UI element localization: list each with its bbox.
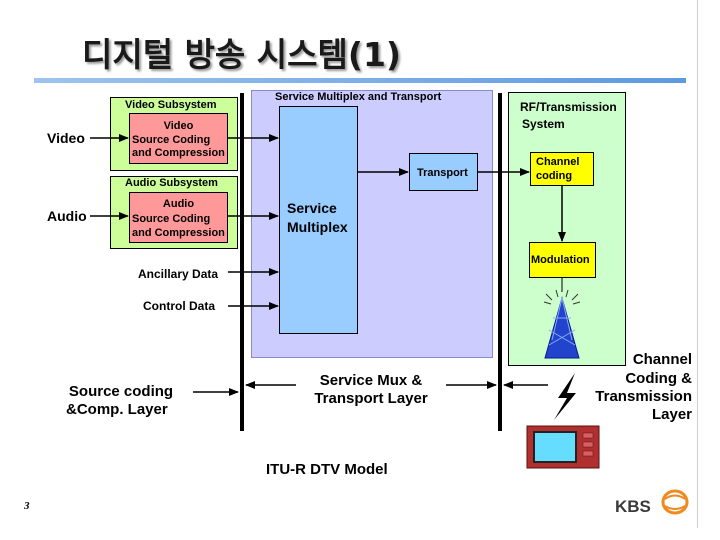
video-coding-line3: and Compression <box>132 147 225 159</box>
source-layer-label-line1: Source coding <box>68 383 174 400</box>
rf-title-line2: System <box>522 117 565 131</box>
rf-title-line1: RF/Transmission <box>520 100 617 114</box>
channel-layer-label-line4: Layer <box>651 406 692 423</box>
antenna-tower-icon <box>543 289 581 359</box>
service-multiplex-block <box>279 106 358 334</box>
service-multiplex-label-line2: Multiplex <box>287 219 348 235</box>
video-coding-line1: Video <box>163 120 194 132</box>
channel-layer-label-line1: Channel <box>632 351 692 368</box>
diagram-caption: ITU-R DTV Model <box>266 461 388 478</box>
service-mux-transport-title: Service Multiplex and Transport <box>275 91 442 103</box>
channel-coding-line1: Channel <box>536 156 580 168</box>
svg-text:KBS: KBS <box>615 497 651 516</box>
audio-coding-line2: Source Coding <box>132 213 211 225</box>
transport-block <box>409 153 478 191</box>
modulation-label: Modulation <box>531 254 590 266</box>
mux-layer-label-line2: Transport Layer <box>314 390 428 407</box>
video-subsystem-title: Video Subsystem <box>125 99 217 111</box>
channel-coding-line2: coding <box>536 170 573 182</box>
modulation-block <box>529 242 596 278</box>
audio-coding-block <box>129 192 228 243</box>
title-underline <box>34 78 686 83</box>
page-number: 3 <box>24 500 30 512</box>
audio-coding-line1: Audio <box>162 198 195 210</box>
channel-layer-label-line2: Coding & <box>625 370 692 387</box>
layer-divider-left <box>240 93 244 431</box>
source-layer-label-line2: &Comp. Layer <box>66 401 168 418</box>
channel-coding-block <box>530 152 594 186</box>
transport-label: Transport <box>417 167 468 179</box>
slide-edge <box>697 0 698 528</box>
video-coding-block <box>129 113 228 164</box>
television-icon <box>526 425 600 469</box>
ancillary-data-label: Ancillary Data <box>138 267 219 281</box>
service-multiplex-label-line1: Service <box>287 200 337 216</box>
audio-subsystem-title: Audio Subsystem <box>125 177 218 189</box>
slide-title: 디지털 방송 시스템(1) <box>82 35 401 74</box>
audio-input-label: Audio <box>47 208 87 224</box>
control-data-label: Control Data <box>143 299 215 313</box>
channel-layer-label-line3: Transmission <box>595 388 692 405</box>
layer-divider-right <box>498 93 502 431</box>
audio-coding-line3: and Compression <box>132 227 225 239</box>
mux-layer-label-line1: Service Mux & <box>319 372 423 389</box>
video-coding-line2: Source Coding <box>132 134 211 146</box>
lightning-bolt-icon <box>554 373 576 420</box>
kbs-logo: KBS <box>615 489 689 516</box>
video-input-label: Video <box>47 130 85 146</box>
